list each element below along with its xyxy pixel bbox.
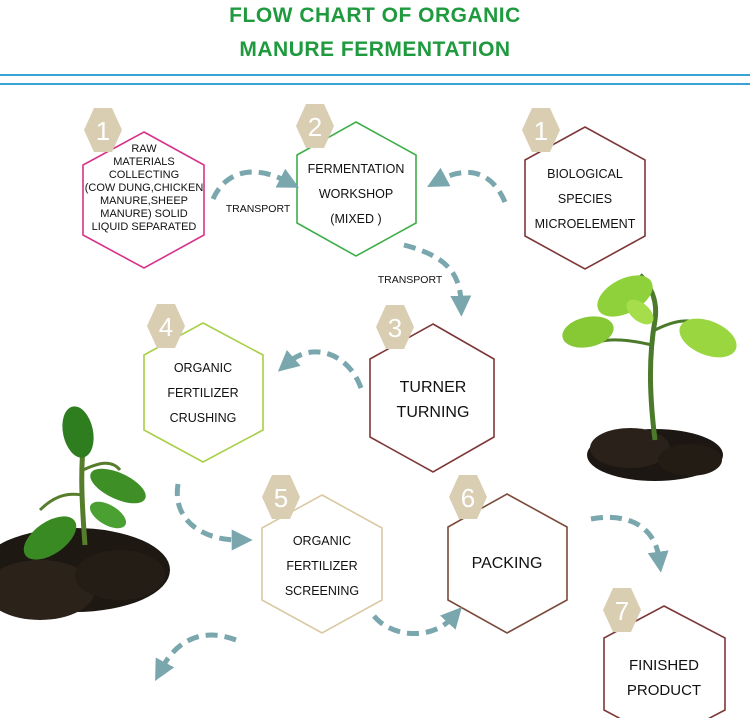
svg-text:FINISHED: FINISHED: [629, 657, 699, 674]
arrow-screening-to-packing: [372, 607, 462, 636]
svg-text:FERTILIZER: FERTILIZER: [286, 559, 357, 573]
label-turner-turning: TURNER TURNING: [397, 379, 470, 421]
label-finished-product: FINISHED PRODUCT: [627, 657, 701, 699]
arrow-fermentation-to-turner: [403, 242, 472, 317]
svg-text:SCREENING: SCREENING: [285, 584, 359, 598]
badge-number: 2: [308, 112, 322, 142]
plant-right-image: [562, 273, 737, 481]
svg-text:(MIXED ): (MIXED ): [330, 212, 381, 226]
svg-text:ORGANIC: ORGANIC: [293, 534, 351, 548]
svg-text:COLLECTING: COLLECTING: [109, 169, 179, 181]
svg-text:PACKING: PACKING: [472, 555, 543, 572]
arrow-raw-to-fermentation: [210, 168, 300, 201]
label-fertilizer-screening: ORGANIC FERTILIZER SCREENING: [285, 534, 359, 598]
badge-number: 1: [96, 116, 110, 146]
svg-text:SPECIES: SPECIES: [558, 192, 612, 206]
badge-number: 6: [461, 483, 475, 513]
svg-text:MATERIALS: MATERIALS: [113, 156, 175, 168]
badge-number: 4: [159, 312, 173, 342]
svg-text:PRODUCT: PRODUCT: [627, 682, 701, 699]
label-fertilizer-crushing: ORGANIC FERTILIZER CRUSHING: [167, 361, 238, 425]
transport-label-2: TRANSPORT: [378, 274, 443, 286]
title-rule-top: [0, 74, 750, 76]
arrow-biological-to-fermentation: [427, 167, 508, 204]
svg-text:MANURE,SHEEP: MANURE,SHEEP: [100, 195, 188, 207]
badge-fertilizer-crushing: 4: [147, 304, 185, 348]
svg-text:WORKSHOP: WORKSHOP: [319, 187, 393, 201]
svg-text:MANURE) SOLID: MANURE) SOLID: [100, 208, 187, 220]
title-rule-bottom: [0, 83, 750, 85]
hexagon-fertilizer-screening: [261, 494, 383, 634]
badge-turner-turning: 3: [376, 305, 414, 349]
badge-number: 7: [615, 596, 629, 626]
svg-text:TURNER: TURNER: [400, 379, 467, 396]
svg-text:CRUSHING: CRUSHING: [170, 411, 237, 425]
label-packing: PACKING: [472, 555, 543, 572]
label-fermentation-workshop: FERMENTATION WORKSHOP (MIXED ): [308, 162, 405, 226]
badge-number: 5: [274, 483, 288, 513]
plant-left-image: [0, 406, 170, 620]
hexagon-raw-materials: [82, 131, 205, 269]
badge-packing: 6: [449, 475, 487, 519]
arrow-loop-left: [155, 632, 237, 681]
badge-number: 3: [388, 313, 402, 343]
svg-text:FERMENTATION: FERMENTATION: [308, 162, 405, 176]
badge-biological-species: 1: [522, 108, 560, 152]
label-biological-species: BIOLOGICAL SPECIES MICROELEMENT: [535, 167, 636, 231]
label-raw-materials: RAW MATERIALS COLLECTING (COW DUNG,CHICK…: [85, 143, 204, 233]
svg-text:ORGANIC: ORGANIC: [174, 361, 232, 375]
svg-text:RAW: RAW: [131, 143, 157, 155]
hexagon-fertilizer-crushing: [143, 322, 264, 463]
svg-text:MICROELEMENT: MICROELEMENT: [535, 217, 636, 231]
badge-fertilizer-screening: 5: [262, 475, 300, 519]
svg-text:(COW DUNG,CHICKEN: (COW DUNG,CHICKEN: [85, 182, 204, 194]
badge-fermentation-workshop: 2: [296, 104, 334, 148]
arrow-packing-to-finished: [590, 514, 669, 573]
svg-text:TURNING: TURNING: [397, 404, 470, 421]
svg-text:LIQUID SEPARATED: LIQUID SEPARATED: [92, 221, 197, 233]
arrow-turner-to-crushing: [277, 349, 364, 389]
title-line-2: MANURE FERMENTATION: [239, 38, 511, 61]
arrow-crushing-to-screening: [174, 483, 253, 551]
title-line-1: FLOW CHART OF ORGANIC: [229, 4, 521, 27]
hexagon-finished-product: [603, 605, 726, 718]
hexagon-biological-species: [524, 126, 646, 270]
badge-finished-product: 7: [603, 588, 641, 632]
badge-raw-materials: 1: [84, 108, 122, 152]
hexagon-packing: [447, 493, 568, 634]
badge-number: 1: [534, 116, 548, 146]
hexagon-fermentation-workshop: [296, 121, 417, 257]
svg-text:FERTILIZER: FERTILIZER: [167, 386, 238, 400]
transport-label-1: TRANSPORT: [226, 203, 291, 215]
hexagon-turner-turning: [369, 323, 495, 473]
svg-text:BIOLOGICAL: BIOLOGICAL: [547, 167, 623, 181]
